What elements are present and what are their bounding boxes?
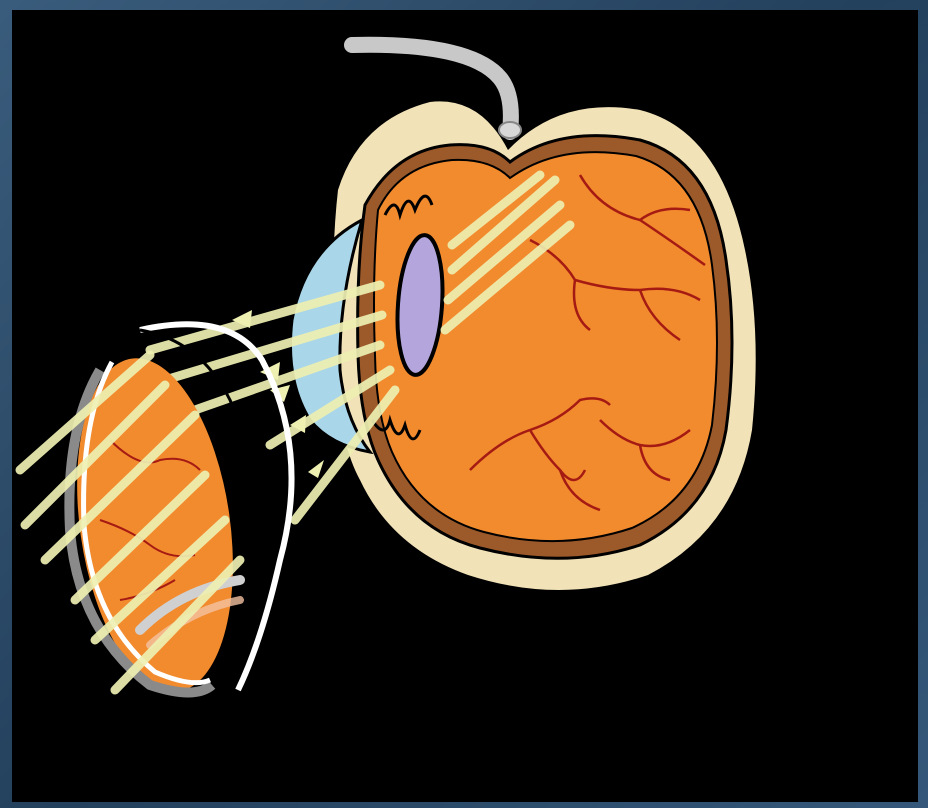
optic-nerve-end xyxy=(499,122,521,138)
